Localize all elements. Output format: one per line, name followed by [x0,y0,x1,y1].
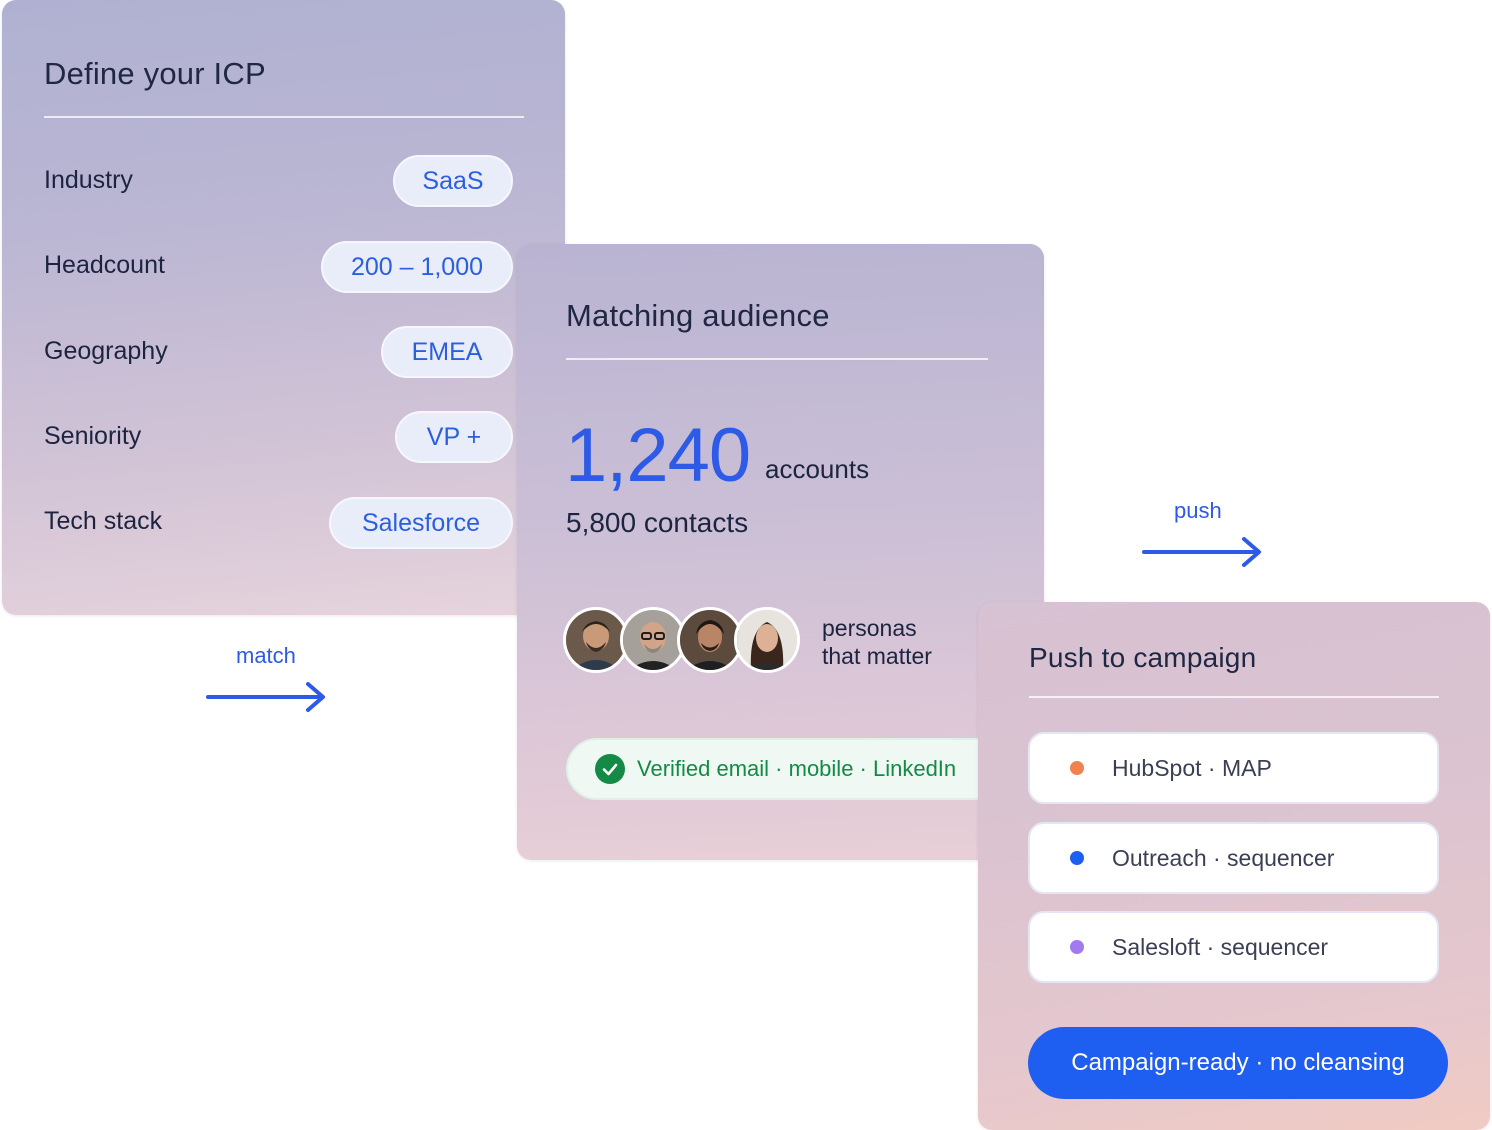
push-card: Push to campaign HubSpot · MAP Outreach … [978,602,1490,1130]
push-divider [1029,696,1439,698]
icp-card-title: Define your ICP [44,56,266,91]
accounts-label: accounts [765,454,870,484]
destination-outreach[interactable]: Outreach · sequencer [1028,822,1439,894]
push-card-title: Push to campaign [1029,642,1257,673]
personas-line-1: personas [822,615,917,641]
criterion-pill-headcount[interactable]: 200 – 1,000 [321,241,513,293]
audience-card: Matching audience 1,240 accounts 5,800 c… [517,244,1044,860]
push-label: push [1174,498,1222,523]
criterion-label-geography: Geography [44,337,168,365]
destination-salesloft[interactable]: Salesloft · sequencer [1028,911,1439,983]
destination-label: HubSpot · MAP [1112,754,1272,781]
criterion-pill-seniority[interactable]: VP + [395,411,513,463]
accounts-count: 1,240 [565,413,751,498]
criterion-label-headcount: Headcount [44,251,165,279]
match-arrow-icon [206,682,325,712]
verified-badge: Verified email · mobile · LinkedIn [566,738,1006,800]
icp-card: Define your ICP Industry SaaS Headcount … [2,0,565,615]
icp-divider [44,116,524,118]
criterion-label-tech-stack: Tech stack [44,507,163,535]
criterion-pill-geography[interactable]: EMEA [381,326,513,378]
personas-caption: personas that matter [822,614,932,670]
status-dot-icon [1070,851,1084,865]
contacts-count: 5,800 contacts [566,507,749,538]
match-label: match [236,643,296,668]
person-avatar-icon [566,610,626,670]
audience-card-title: Matching audience [566,298,830,333]
criterion-pill-tech-stack[interactable]: Salesforce [329,497,513,549]
avatar [620,607,686,673]
avatar [563,607,629,673]
criterion-label-seniority: Seniority [44,422,142,450]
audience-divider [566,358,988,360]
personas-line-2: that matter [822,643,932,669]
verified-text: Verified email · mobile · LinkedIn [637,756,957,781]
criterion-pill-industry[interactable]: SaaS [393,155,513,207]
status-dot-icon [1070,761,1084,775]
status-dot-icon [1070,940,1084,954]
person-avatar-icon [680,610,740,670]
destination-label: Outreach · sequencer [1112,844,1335,871]
push-arrow-icon [1142,537,1261,567]
check-circle-icon [595,754,625,784]
avatar [734,607,800,673]
person-avatar-icon [737,610,797,670]
destination-hubspot[interactable]: HubSpot · MAP [1028,732,1439,804]
criterion-label-industry: Industry [44,166,133,194]
campaign-ready-button[interactable]: Campaign-ready · no cleansing [1028,1027,1448,1099]
person-avatar-icon [623,610,683,670]
destination-label: Salesloft · sequencer [1112,933,1329,960]
